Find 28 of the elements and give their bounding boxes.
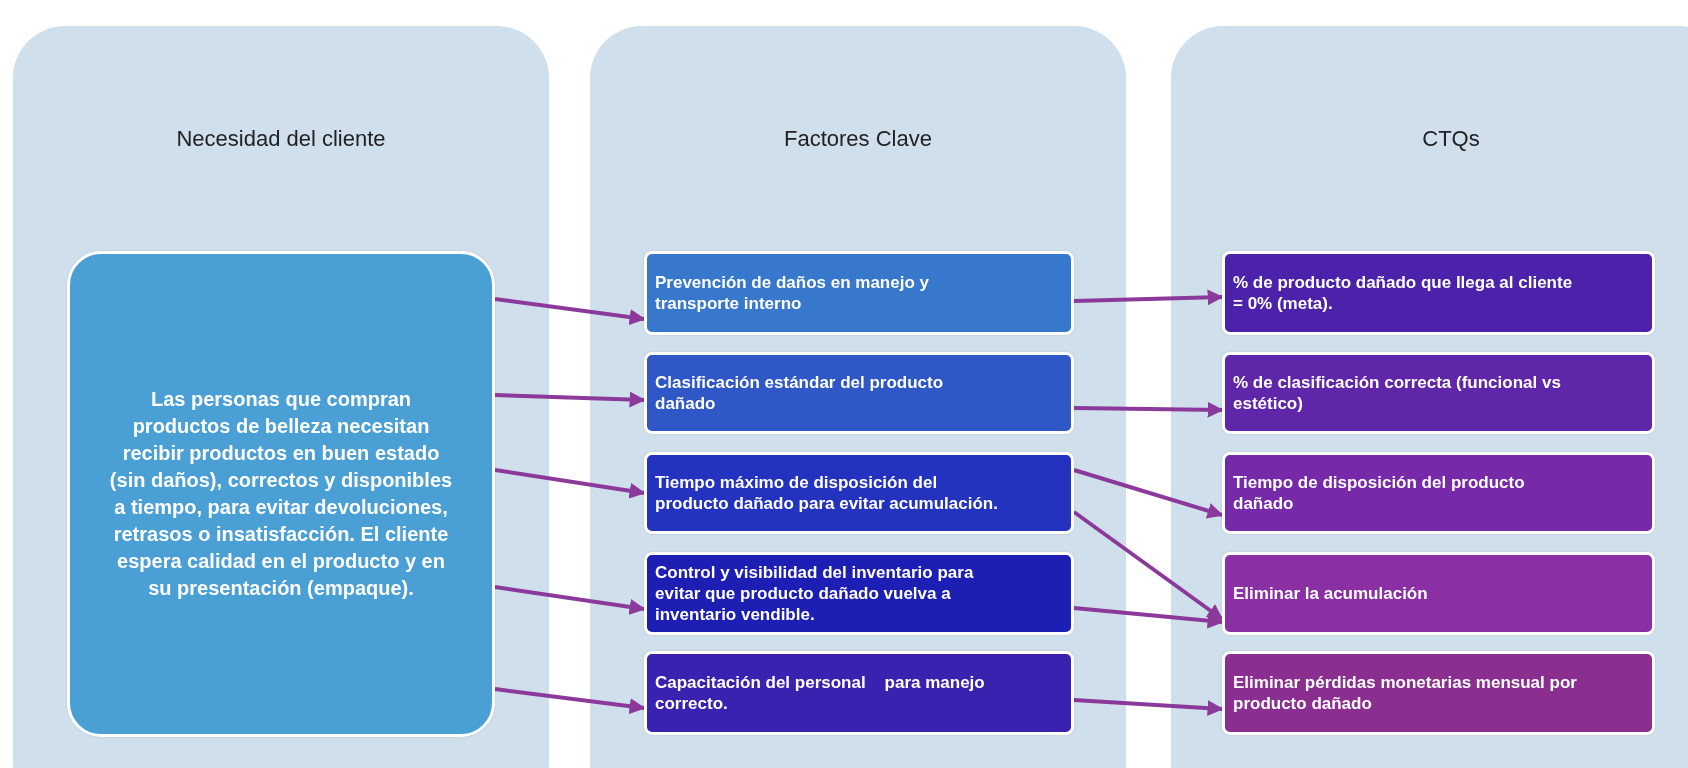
column-panel (590, 26, 1126, 768)
ctq-box: % de producto dañado que llega al cliente = 0% (meta). (1222, 251, 1655, 335)
ctq-box: Eliminar la acumulación (1222, 552, 1655, 635)
factor-box: Clasificación estándar del producto dañado (644, 352, 1074, 434)
column-panel (1171, 26, 1688, 768)
arrow (494, 468, 646, 499)
arrow (494, 585, 646, 615)
arrow (1073, 401, 1224, 418)
ctq-box: % de clasificación correcta (funcional vs estético) (1222, 352, 1655, 434)
arrow (494, 391, 646, 408)
ctq-box: Eliminar pérdidas monetarias mensual por producto dañado (1222, 651, 1655, 735)
factor-box: Capacitación del personal para manejo correcto. (644, 651, 1074, 735)
factor-box: Prevención de daños en manejo y transporte interno (644, 251, 1074, 335)
column-heading: Factores Clave (783, 126, 933, 152)
arrow (494, 687, 646, 715)
need-box: Las personas que compran productos de belleza necesitan recibir productos en buen estado (sin daños), correctos y disponibles a tiempo, para evitar devoluciones, retrasos o insatisfacción. El cliente espera calidad en el producto y en su presentación (empaque). (67, 251, 495, 737)
arrow (1073, 698, 1224, 717)
arrow (1073, 468, 1224, 519)
factor-box: Control y visibilidad del inventario para evitar que producto dañado vuelva a inventario vendible. (644, 552, 1074, 635)
arrow (1073, 606, 1224, 629)
column-panel (13, 26, 549, 768)
factor-box: Tiempo máximo de disposición del producto dañado para evitar acumulación. (644, 452, 1074, 534)
arrow (1072, 510, 1224, 621)
column-heading: CTQs (1421, 126, 1481, 152)
column-heading: Necesidad del cliente (175, 126, 387, 152)
arrow (1073, 289, 1224, 306)
arrow (494, 297, 646, 325)
ctq-box: Tiempo de disposición del producto dañado (1222, 452, 1655, 534)
